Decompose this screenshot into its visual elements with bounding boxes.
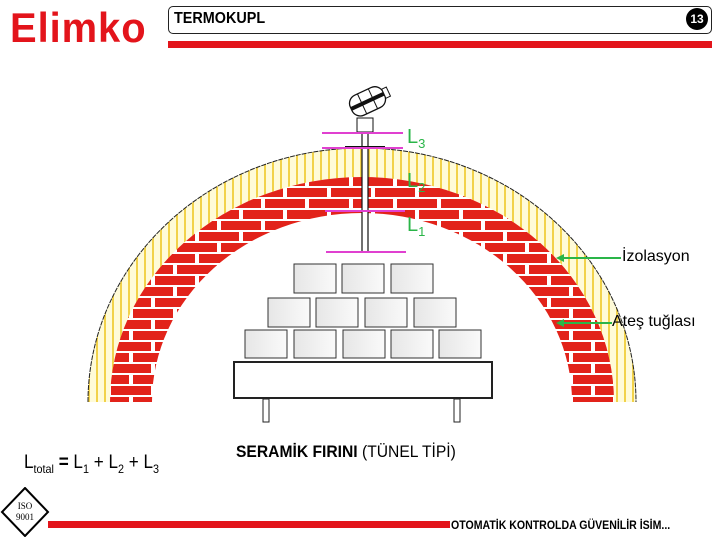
- svg-text:ISO: ISO: [18, 501, 33, 511]
- footer-slogan: OTOMATİK KONTROLDA GÜVENİLİR İSİM...: [451, 518, 671, 532]
- page-number-badge: 13: [686, 8, 708, 30]
- title-box: [168, 6, 712, 34]
- length-markers: [322, 132, 406, 253]
- length-formula: Ltotal = L1 + L2 + L3: [24, 452, 160, 476]
- firebrick-layer: [110, 177, 614, 402]
- terminal-head-icon: [348, 86, 392, 117]
- firebrick-label: Ateş tuğlası: [612, 313, 696, 330]
- label-l1: L1: [407, 214, 426, 239]
- page-title: TERMOKUPL: [174, 10, 266, 27]
- label-arrows: [556, 254, 621, 327]
- label-l2: L2: [407, 170, 426, 195]
- kiln-cart: [233, 361, 493, 399]
- insulation-layer: [88, 148, 636, 402]
- footer-divider: [48, 521, 450, 528]
- header-divider: [168, 41, 712, 48]
- ceramic-load: [244, 263, 482, 359]
- insulation-label: İzolasyon: [622, 248, 690, 265]
- elimko-logo: Elimko: [10, 4, 147, 51]
- cart-leg: [453, 398, 461, 423]
- iso-9001-badge: ISO 9001: [0, 487, 50, 537]
- cart-leg: [262, 398, 270, 423]
- diagram-caption: SERAMİK FIRINI (TÜNEL TİPİ): [236, 442, 456, 461]
- svg-text:9001: 9001: [16, 512, 34, 522]
- label-l3: L3: [407, 126, 426, 151]
- thermocouple: [345, 86, 392, 253]
